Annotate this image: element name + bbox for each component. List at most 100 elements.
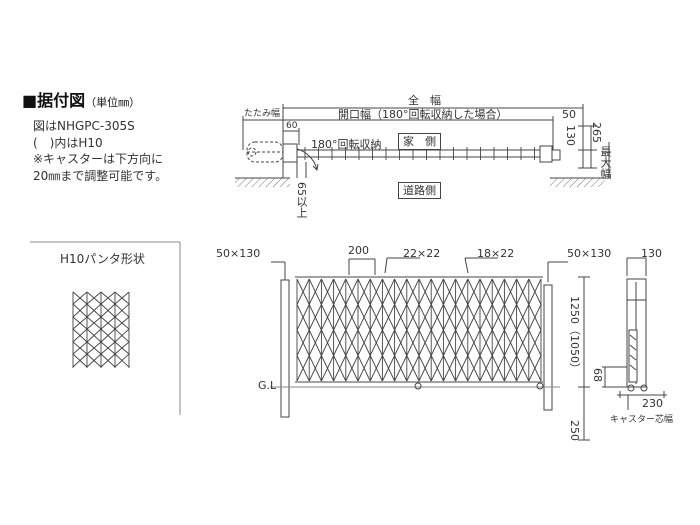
gate-link <box>516 304 530 331</box>
label-pitch: 200 <box>348 244 369 257</box>
gate-link <box>357 329 371 356</box>
panta-link <box>72 303 88 318</box>
panta-link <box>72 328 88 343</box>
gate-link <box>430 329 444 356</box>
gate-link <box>491 329 505 356</box>
label-post-left: 50×130 <box>216 247 261 260</box>
panta-title: H10パンタ形状 <box>60 252 145 266</box>
gate-link <box>430 304 444 331</box>
panta-link <box>100 341 116 355</box>
gate-link <box>479 304 493 331</box>
elevation-view <box>270 257 590 441</box>
panta-link <box>86 353 102 368</box>
panta-link <box>100 316 116 330</box>
gate-link <box>418 355 432 382</box>
gate-link <box>394 329 408 356</box>
gate-link <box>381 278 396 305</box>
gate-link <box>491 278 505 305</box>
label-offset: 65以上 <box>295 182 308 218</box>
gate-link <box>320 329 335 356</box>
side-view <box>602 257 667 410</box>
gate-link <box>345 355 359 382</box>
gate-link <box>394 278 408 305</box>
gate-link <box>320 278 335 305</box>
label-side-width: 130 <box>641 247 662 260</box>
gate-link <box>442 304 457 331</box>
page-title: ■据付図（単位㎜） <box>22 91 141 110</box>
gate-link <box>528 304 542 331</box>
panta-link <box>100 291 116 305</box>
gate-link <box>381 304 396 331</box>
gate-link <box>442 278 457 305</box>
gate-link <box>455 355 469 382</box>
gate-link <box>333 278 347 305</box>
panta-link <box>86 316 102 330</box>
gate-link <box>406 355 420 382</box>
gate-link <box>308 355 322 382</box>
gate-link <box>308 329 322 356</box>
label-folded-width: たたみ幅 <box>244 109 281 119</box>
gate-link <box>491 304 505 331</box>
note-model: 図はNHGPC-305S <box>33 119 135 133</box>
gate-link <box>369 355 383 382</box>
gate-link <box>394 355 408 382</box>
gate-link <box>503 304 518 331</box>
panta-link <box>114 291 130 305</box>
gate-link <box>455 304 469 331</box>
panta-link <box>114 341 130 355</box>
gate-link <box>503 355 518 382</box>
panta-link <box>86 303 102 318</box>
note-h10: ( )内はH10 <box>33 136 103 150</box>
gate-link <box>308 304 322 331</box>
panta-link <box>72 316 88 330</box>
gate-link <box>467 355 481 382</box>
label-bar-22x22: 22×22 <box>403 247 441 260</box>
panta-link <box>86 291 102 305</box>
note-caster-1: ※キャスターは下方向に <box>33 152 164 166</box>
panta-link <box>114 316 130 330</box>
label-caster-center: キャスター芯幅 <box>610 415 674 425</box>
label-house-side: 家 側 <box>398 133 441 150</box>
label-dim-68: 68 <box>591 368 604 382</box>
gate-link <box>333 329 347 356</box>
gate-link <box>296 304 310 331</box>
gate-link <box>479 329 493 356</box>
gate-link <box>333 355 347 382</box>
gate-link <box>369 329 383 356</box>
label-dim-230: 230 <box>642 397 663 410</box>
label-max-width: 最大幅 <box>599 146 612 179</box>
label-total-width: 全 幅 <box>408 94 441 107</box>
gate-link <box>418 278 432 305</box>
gate-link <box>320 304 335 331</box>
gate-link <box>442 355 457 382</box>
ground-left <box>235 178 290 187</box>
gate-link <box>381 355 396 382</box>
gate-link <box>345 278 359 305</box>
label-post-right: 50×130 <box>567 247 612 260</box>
panta-link <box>72 291 88 305</box>
gate-link <box>467 278 481 305</box>
label-opening-width: 開口幅（180°回転収納した場合） <box>338 108 508 121</box>
plan-view <box>235 104 610 187</box>
gate-link <box>308 278 322 305</box>
gate-link <box>516 329 530 356</box>
gate-link <box>357 278 371 305</box>
gate-link <box>503 329 518 356</box>
gate-link <box>357 355 371 382</box>
gate-link <box>320 355 335 382</box>
gate-link <box>491 355 505 382</box>
gate-link <box>345 304 359 331</box>
label-dim-60: 60 <box>286 121 298 131</box>
gate-link <box>503 278 518 305</box>
gate-link <box>381 329 396 356</box>
panta-link <box>114 328 130 343</box>
label-road-side: 道路側 <box>398 182 441 199</box>
panta-link <box>72 341 88 355</box>
gate-link <box>345 329 359 356</box>
gate-link <box>467 329 481 356</box>
gate-link <box>430 278 444 305</box>
gate-link <box>418 329 432 356</box>
gate-link <box>418 304 432 331</box>
gate-link <box>369 278 383 305</box>
